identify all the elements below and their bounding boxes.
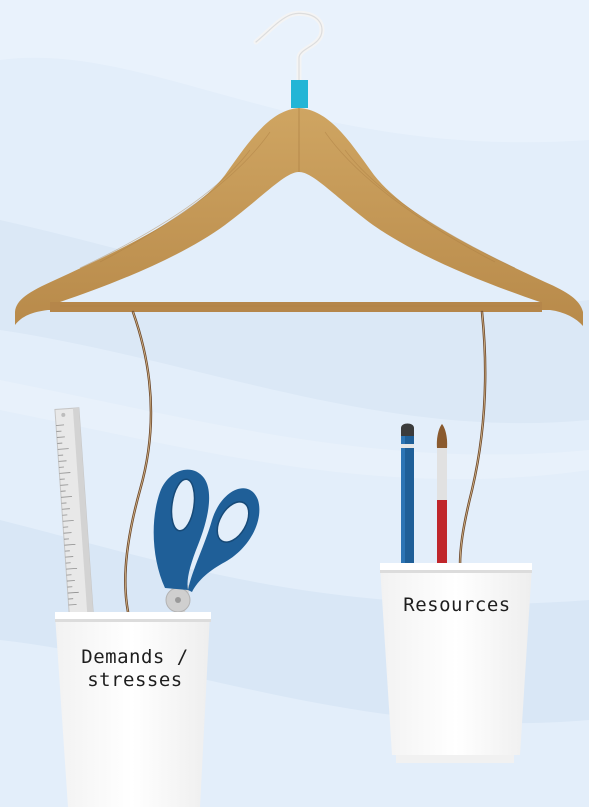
paintbrush-icon	[437, 424, 447, 566]
pencil-icon	[401, 424, 414, 567]
demands-label-line2: stresses	[60, 669, 210, 692]
cup-icon-left	[55, 612, 211, 807]
demands-label-line1: Demands /	[60, 646, 210, 669]
cup-icon-right	[380, 563, 532, 763]
hanger-clip	[291, 80, 308, 108]
resources-label: Resources	[392, 594, 522, 617]
demands-stresses-label: Demands / stresses	[60, 646, 210, 692]
